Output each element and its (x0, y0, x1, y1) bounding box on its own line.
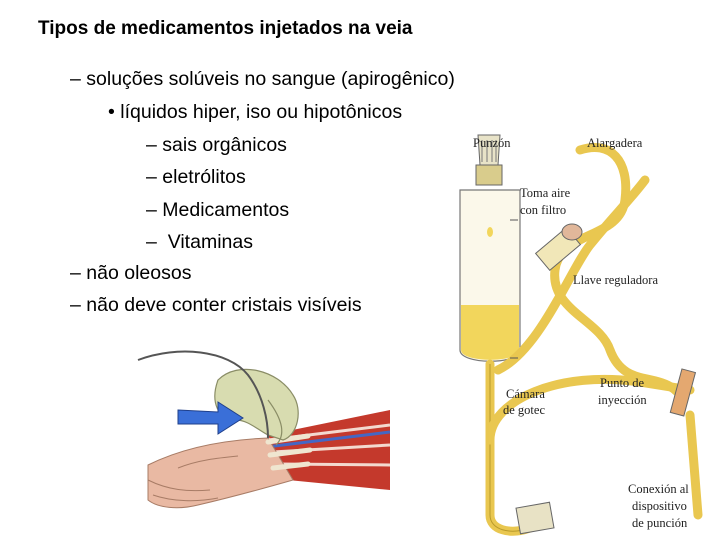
bullet-item: – Medicamentos (146, 199, 289, 222)
bullet-item: – não deve conter cristais visíveis (70, 294, 362, 317)
label-inyeccion: inyección (598, 393, 647, 407)
tubing-main (493, 175, 650, 375)
label-dispositivo: dispositivo (632, 499, 687, 513)
slide-title: Tipos de medicamentos injetados na veia (38, 18, 413, 39)
infusion-line (137, 350, 269, 439)
bullet-marker: – (70, 294, 81, 316)
bullet-text: não oleosos (86, 262, 192, 284)
label-con-filtro: con filtro (520, 203, 567, 217)
drop (487, 227, 493, 237)
bullet-marker: – (146, 166, 157, 188)
spike-ribs (481, 140, 497, 162)
roller-wheel (561, 223, 583, 241)
label-punzon: Punzón (473, 136, 511, 150)
bullet-text: líquidos hiper, iso ou hipotônicos (120, 101, 403, 123)
spike-base (475, 164, 503, 186)
bullet-text: soluções solúveis no sangue (apirogênico… (86, 68, 455, 90)
injection-port (669, 368, 697, 417)
bullet-item: • líquidos hiper, iso ou hipotônicos (108, 101, 402, 124)
label-alargadera: Alargadera (587, 136, 643, 150)
bullet-marker: • (108, 101, 115, 123)
bullet-marker: – (146, 231, 157, 253)
label-llave: Llave reguladora (573, 273, 659, 287)
hand-bones (265, 433, 313, 471)
bullet-text: Medicamentos (162, 199, 290, 221)
bullet-marker: – (70, 68, 81, 90)
label-toma-aire: Toma aire (520, 186, 571, 200)
bullet-item: – soluções solúveis no sangue (apirogêni… (70, 68, 455, 91)
hand-injection-illustration (137, 350, 390, 509)
bullet-text: sais orgânicos (162, 134, 287, 156)
bullet-text: não deve conter cristais visíveis (86, 294, 362, 316)
iv-set-illustration (459, 134, 703, 536)
bullet-item: – eletrólitos (146, 166, 246, 189)
label-punto-de: Punto de (600, 376, 645, 390)
bullet-marker: – (70, 262, 81, 284)
bullet-text: Vitaminas (162, 231, 253, 253)
label-conexion: Conexión al (628, 482, 689, 496)
glove (214, 368, 299, 441)
bullet-item: – não oleosos (70, 262, 191, 285)
bullet-item: – Vitaminas (146, 231, 253, 254)
label-de-gotec: de gotec (503, 403, 545, 417)
direction-arrow-icon (177, 401, 244, 435)
port-tube (685, 410, 703, 520)
bullet-marker: – (146, 134, 157, 156)
label-camara: Cámara (506, 387, 545, 401)
vein-blue (257, 430, 390, 450)
leader-lines (510, 219, 518, 359)
bullet-text: eletrólitos (162, 166, 246, 188)
connector (515, 501, 555, 535)
fingers (147, 455, 239, 502)
bullet-marker: – (146, 199, 157, 221)
label-de-puncion: de punción (632, 516, 688, 530)
tubing-lower (485, 374, 695, 445)
bullet-item: – sais orgânicos (146, 134, 287, 157)
glove-finger (267, 399, 283, 446)
hand-skin (147, 437, 294, 509)
chamber-fluid (461, 305, 519, 360)
